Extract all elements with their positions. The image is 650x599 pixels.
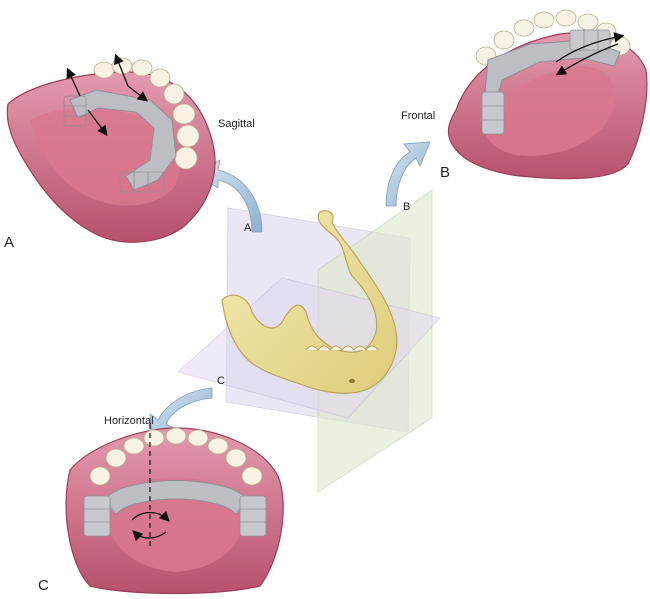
panel-a-model <box>6 53 216 243</box>
arrow-label-b: B <box>403 201 411 213</box>
panel-b-movement-arrows <box>555 32 625 76</box>
arrow-to-frontal <box>385 141 431 207</box>
panel-c-teeth <box>89 427 263 486</box>
panel-b-framework-grid <box>481 29 611 135</box>
mental-foramen <box>349 379 355 383</box>
panel-b-palate <box>483 66 615 156</box>
panel-c-model <box>65 424 284 595</box>
panel-c-letter: C <box>38 577 49 594</box>
panel-b-letter: B <box>440 164 451 181</box>
horizontal-label: Horizontal <box>104 415 154 427</box>
panel-a-teeth <box>93 57 200 170</box>
panel-a-framework <box>69 89 177 191</box>
arrow-label-a: A <box>244 222 252 234</box>
panel-a-movement-arrows <box>66 53 149 137</box>
panel-a-framework-grid <box>63 95 165 193</box>
panel-c-framework-grid <box>83 495 267 537</box>
arrow-label-c: C <box>217 375 225 387</box>
mandible-bone <box>221 210 398 394</box>
frontal-label: Frontal <box>401 110 436 122</box>
panel-b-model <box>447 9 648 180</box>
panel-a-letter: A <box>4 234 15 251</box>
mandible-teeth-row <box>305 345 379 351</box>
center-mandible-diagram <box>177 189 441 493</box>
sagittal-label: Sagittal <box>218 118 255 130</box>
panel-c-rotation-arrows <box>131 510 170 542</box>
